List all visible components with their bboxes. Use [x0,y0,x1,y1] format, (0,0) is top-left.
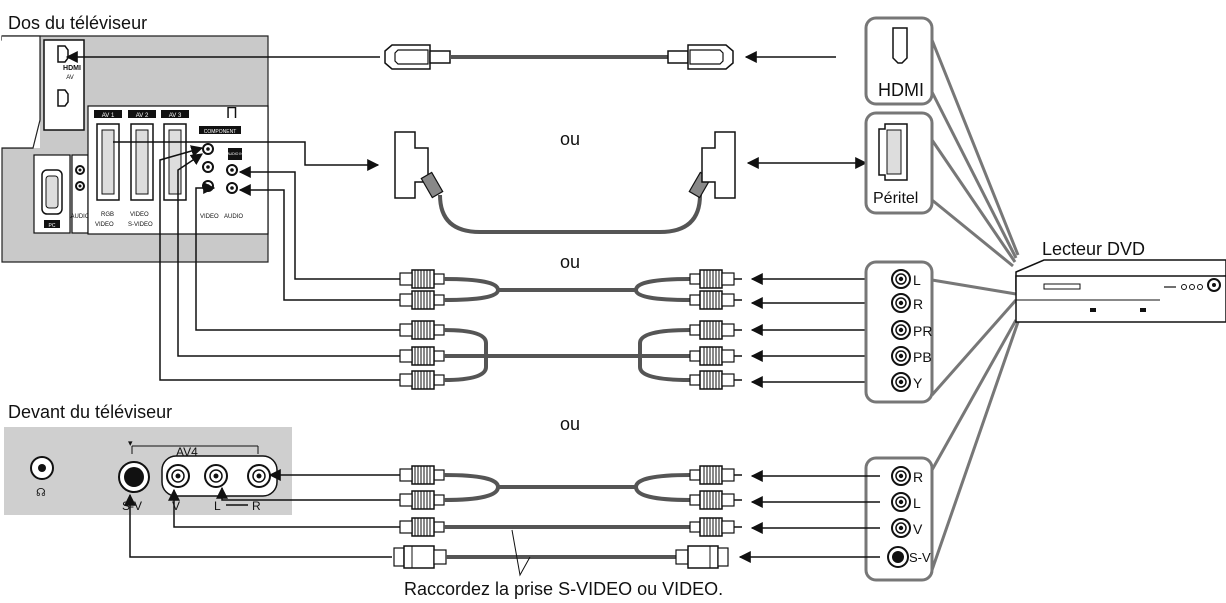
component-label: COMPONENT [204,129,237,135]
av1-label: AV 1 [102,113,115,119]
or-label-1: ou [560,129,580,149]
or-label-2: ou [560,252,580,272]
pc-audio-label: AUDIO [70,214,89,220]
dvd-comp-label-r: R [913,296,923,312]
video-label-av2: VIDEO [130,212,149,218]
peritel-label: Péritel [873,190,918,207]
scart-cable [113,131,868,234]
rgb-label: RGB [101,212,114,218]
antenna-icon: Π [226,105,238,122]
tv-front-title: Devant du téléviseur [8,402,172,422]
av2-label: AV 2 [136,113,149,119]
dvd-av-terminal: R L V S-V [864,456,934,582]
tv-front-panel: ☊ AV4 ▾ S-V V L R [4,427,292,515]
or-label-3: ou [560,414,580,434]
dvd-av-label-l: L [913,495,921,511]
component-cables [391,269,880,390]
audio-in-label: AUDIO IN [227,152,243,156]
dvd-comp-label-l: L [913,272,921,288]
dvd-av-label-v: V [913,521,923,537]
front-r-label: R [252,499,261,513]
front-sv-label: S-V [122,499,142,513]
component-wires-tv [159,145,392,381]
dvd-comp-label-pr: PR [913,323,932,339]
dvd-av-label-sv: S-V [909,550,931,565]
hdmi-panel-sub: AV [66,75,74,81]
dvd-title: Lecteur DVD [1042,239,1145,259]
callout-lines [930,39,1020,571]
pc-label: PC [49,223,56,229]
tv-back-title: Dos du téléviseur [8,13,147,33]
front-av-cables [391,465,880,577]
dvd-component-terminal: L R PR PB Y [864,260,934,404]
caption: Raccordez la prise S-VIDEO ou VIDEO. [404,579,723,599]
component-video-label: VIDEO [200,214,219,220]
dvd-scart-terminal: Péritel [864,111,934,215]
dvd-av-label-r: R [913,469,923,485]
dvd-comp-label-y: Y [913,375,923,391]
front-l-label: L [214,499,221,513]
hdmi-panel-logo: HDMI [63,65,81,72]
svideo-label: S-VIDEO [128,222,153,228]
hdmi-cable [65,44,836,70]
dvd-player [1015,259,1226,323]
av4-marker: ▾ [128,438,133,448]
av3-label: AV 3 [169,113,182,119]
video-label-av1: VIDEO [95,222,114,228]
front-av-wires [124,469,392,558]
dvd-comp-label-pb: PB [913,349,932,365]
tv-back-panel: HDMI AV PC AUDIO AV 1 AV 2 AV 3 RGB VIDE… [1,35,269,263]
front-v-label: V [172,499,180,513]
headphone-icon: ☊ [36,487,46,499]
hdmi-label: HDMI [878,80,924,100]
audio-label: AUDIO [224,214,243,220]
dvd-hdmi-terminal: HDMI [864,16,934,106]
